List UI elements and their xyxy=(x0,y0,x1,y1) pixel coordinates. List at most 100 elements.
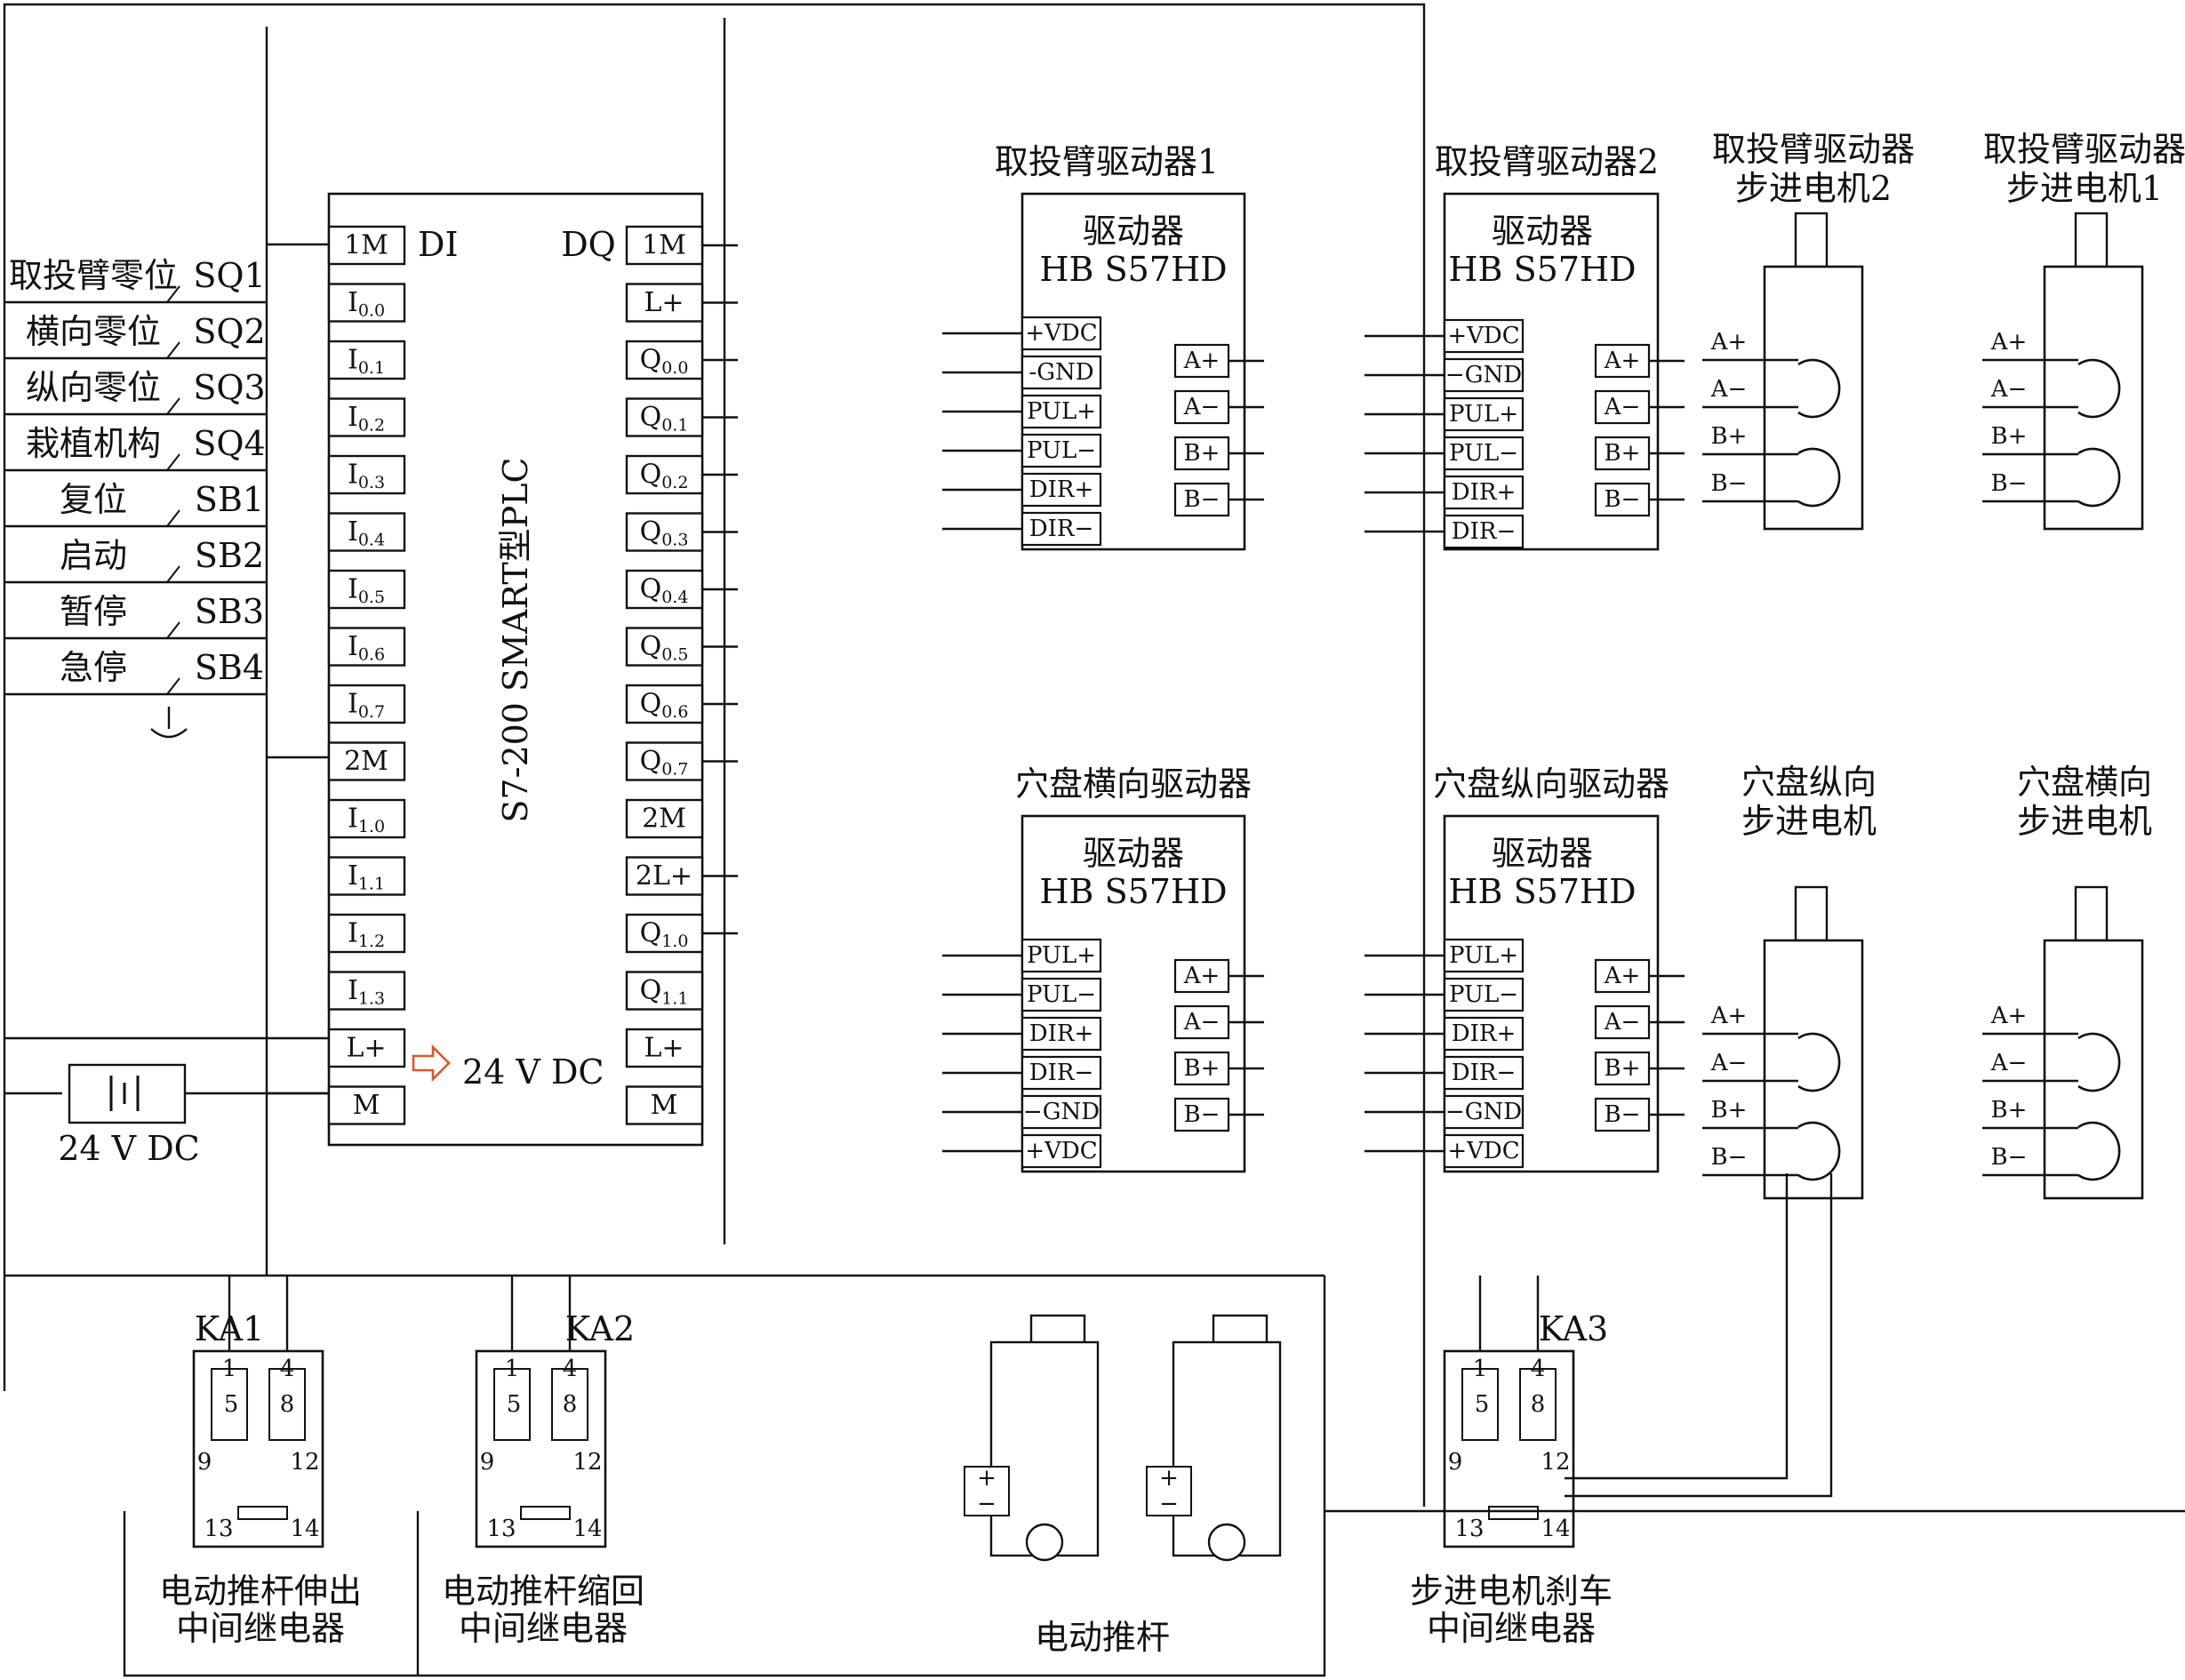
coil-icon xyxy=(1797,358,1841,419)
driver-name: 驱动器 xyxy=(1083,834,1184,873)
dq-pin-box xyxy=(625,340,704,380)
switch-icon xyxy=(166,621,180,639)
driver-right-pin-label: B− xyxy=(1184,486,1221,513)
driver-right-pin-label: A− xyxy=(1604,1009,1641,1036)
switch-icon xyxy=(166,285,180,303)
switch-icon xyxy=(166,677,180,695)
driver-left-pin xyxy=(1443,514,1525,549)
motor-pin-label: A− xyxy=(1710,1050,1748,1076)
relay-pin-label: 12 xyxy=(572,1449,602,1476)
relay-pin-label: 13 xyxy=(1454,1516,1484,1542)
di-pin-box xyxy=(327,454,406,495)
di-pin-label: 1M xyxy=(344,230,388,261)
driver-right-pin xyxy=(1594,389,1651,425)
driver-right-pin xyxy=(1594,436,1651,471)
dq-pin-box xyxy=(625,225,704,266)
di-pin-box xyxy=(327,1085,406,1125)
relay-caption: 中间继电器 xyxy=(1427,1609,1596,1648)
motor-pin-label: B− xyxy=(1991,470,2028,497)
motor-pin-label: A− xyxy=(1710,376,1748,403)
driver-left-pin-label: PUL+ xyxy=(1027,398,1096,425)
di-pin-box xyxy=(327,741,406,781)
motor-shaft xyxy=(2074,885,2109,942)
driver-right-pin xyxy=(1173,389,1230,425)
driver-right-pin xyxy=(1594,1004,1651,1040)
switch-icon xyxy=(166,341,180,359)
dq-pin-label: 2L+ xyxy=(636,860,692,892)
di-pin-box xyxy=(327,684,406,724)
actuator-minus: − xyxy=(977,1491,996,1517)
driver-left-pin-label: DIR+ xyxy=(1029,1020,1093,1047)
driver-right-pin xyxy=(1594,958,1651,994)
actuator-wheel xyxy=(1025,1523,1064,1562)
driver-left-pin xyxy=(1443,318,1525,354)
motor-shaft xyxy=(1794,885,1829,942)
actuator-terminal xyxy=(1146,1466,1192,1516)
driver-left-pin-label: DIR+ xyxy=(1029,476,1093,503)
driver-right-pin-label: A+ xyxy=(1604,963,1641,989)
relay-pin-label: 14 xyxy=(572,1516,602,1542)
dq-pin-box xyxy=(625,627,704,667)
dq-pin-box xyxy=(625,798,704,839)
dq-pin-box xyxy=(625,913,704,954)
input-tag: SQ4 xyxy=(193,424,265,463)
relay-pin-label: 8 xyxy=(563,1391,578,1418)
relay-tag: KA2 xyxy=(565,1309,635,1348)
wire xyxy=(123,1276,1326,1677)
dq-pin-box xyxy=(625,454,704,495)
driver-title: 取投臂驱动器1 xyxy=(995,142,1219,181)
electric-actuator: +−+−电动推杆 xyxy=(123,1276,1326,1677)
relay-pin-label: 9 xyxy=(197,1449,212,1476)
coil-icon xyxy=(1797,1121,1841,1181)
actuator-body xyxy=(1172,1340,1282,1557)
motor-body xyxy=(1763,265,1864,531)
motor-body xyxy=(1763,939,1864,1200)
coil-icon xyxy=(1797,1032,1841,1092)
driver-right-pin-label: B+ xyxy=(1184,1055,1221,1082)
ground-icon xyxy=(150,707,188,739)
motor-title: 穴盘横向 xyxy=(2017,763,2152,802)
driver-left-pin-label: PUL− xyxy=(1027,437,1096,464)
motor-pin-label: B+ xyxy=(1991,1097,2028,1124)
motor-shaft xyxy=(1794,212,1829,268)
driver-title: 取投臂驱动器2 xyxy=(1435,142,1659,181)
dq-pin-label: Q0.6 xyxy=(640,689,689,723)
relay-contact xyxy=(268,1368,306,1441)
motor-pin-label: A− xyxy=(1990,376,2028,403)
input-tag: SQ1 xyxy=(193,256,265,295)
driver-left-pin xyxy=(1443,475,1525,510)
dq-pin-box xyxy=(625,741,704,781)
motor-title: 穴盘纵向 xyxy=(1741,763,1877,802)
motor-title: 取投臂驱动器 xyxy=(1712,130,1915,169)
coil-icon xyxy=(1797,447,1841,508)
motor-pin-label: A+ xyxy=(1990,1003,2028,1029)
dq-pin-box xyxy=(625,1085,704,1125)
relay-pin-label: 8 xyxy=(280,1391,295,1418)
driver-left-pin xyxy=(1020,938,1102,973)
coil-icon xyxy=(2077,1032,2121,1092)
driver-right-pin-label: B− xyxy=(1605,486,1641,513)
driver-right-pin-label: A+ xyxy=(1183,348,1221,374)
motor-subtitle: 步进电机 xyxy=(2017,802,2152,841)
input-label: 启动 xyxy=(60,536,127,575)
driver-left-pin xyxy=(1443,357,1525,393)
input-tag: SB1 xyxy=(195,480,264,519)
motor-body xyxy=(2043,265,2144,531)
driver-left-pin xyxy=(1020,472,1102,508)
actuator-label: 电动推杆 xyxy=(1035,1618,1170,1657)
driver-left-pin-label: +VDC xyxy=(1025,1138,1097,1164)
switch-icon xyxy=(166,509,180,527)
plc-supply-label: 24 V DC xyxy=(462,1052,604,1092)
di-pin-box xyxy=(327,283,406,323)
driver-left-pin xyxy=(1020,316,1102,351)
di-pin-label: 2M xyxy=(344,746,388,777)
driver-title: 穴盘横向驱动器 xyxy=(1015,764,1252,804)
plc-dq-title: DQ xyxy=(561,225,616,264)
driver-right-pin xyxy=(1173,1004,1230,1040)
relay-pin-label: 4 xyxy=(563,1356,578,1382)
dq-pin-label: L+ xyxy=(644,287,684,318)
wire xyxy=(3,3,1426,1507)
motor-pin-label: A+ xyxy=(1710,1003,1748,1029)
